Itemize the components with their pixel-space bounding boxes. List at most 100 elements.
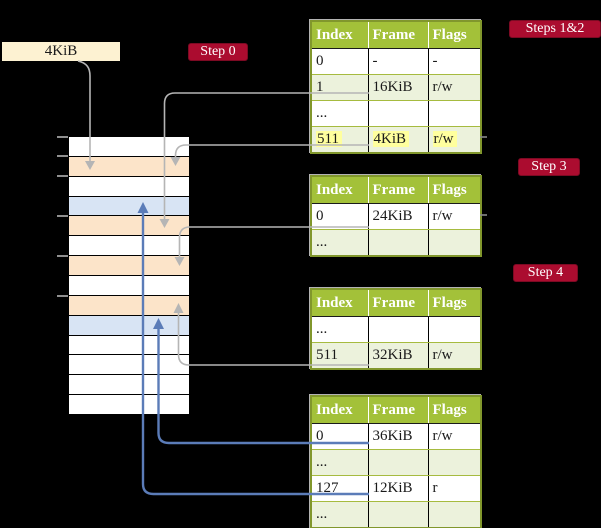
memory-frame-row-pagetable xyxy=(69,295,189,316)
table-cell: ... xyxy=(311,449,369,476)
badge-step-3: Step 3 xyxy=(518,158,580,176)
table-cell xyxy=(428,316,481,343)
memory-tick xyxy=(57,175,68,177)
table-cell: 16KiB xyxy=(368,74,429,101)
table-row: ... xyxy=(311,449,481,476)
memory-frame-row-free xyxy=(69,355,189,376)
table-row: 0-- xyxy=(311,48,481,75)
badge-step-4: Step 4 xyxy=(513,264,578,282)
table-cell: 36KiB xyxy=(368,423,429,450)
column-header: Index xyxy=(311,396,369,424)
table-cell xyxy=(368,316,429,343)
column-header: Frame xyxy=(368,21,429,49)
column-header: Flags xyxy=(428,289,481,317)
table-cell xyxy=(368,100,429,127)
table-row: ... xyxy=(311,316,481,343)
table-cell: 12KiB xyxy=(368,475,429,502)
table-cell: ... xyxy=(311,229,369,256)
table-cell xyxy=(368,501,429,528)
table-cell: 1 xyxy=(311,74,369,101)
table-cell: r/w xyxy=(428,423,481,450)
table-cell: 511 xyxy=(311,342,369,369)
memory-column xyxy=(68,136,190,415)
badge-step-4-label: Step 4 xyxy=(527,265,564,280)
table-cell: 24KiB xyxy=(368,203,429,230)
memory-frame-row-free xyxy=(69,335,189,356)
table-cell: 4KiB xyxy=(368,126,429,153)
memory-frame-row-data xyxy=(69,315,189,336)
table-cell: - xyxy=(428,48,481,75)
frame-size-label: 4KiB xyxy=(44,43,78,59)
table-cell: 0 xyxy=(311,203,369,230)
table-cell: 511 xyxy=(311,126,369,153)
column-header: Index xyxy=(311,289,369,317)
column-header: Flags xyxy=(428,21,481,49)
memory-tick xyxy=(57,215,68,217)
table-cell: r/w xyxy=(428,203,481,230)
memory-tick xyxy=(57,295,68,297)
table-cell: r xyxy=(428,475,481,502)
memory-frame-row-pagetable xyxy=(69,156,189,177)
table-cell: ... xyxy=(311,501,369,528)
memory-frame-row-data xyxy=(69,196,189,217)
badge-steps-1-2-label: Steps 1&2 xyxy=(525,21,585,36)
table-row: ... xyxy=(311,229,481,256)
table-row: ... xyxy=(311,501,481,528)
highlighted-value: r/w xyxy=(432,131,457,147)
table-row: 511 4KiB r/w xyxy=(311,126,481,153)
highlighted-value: 511 xyxy=(316,131,342,147)
badge-step-3-label: Step 3 xyxy=(531,159,567,174)
column-header: Frame xyxy=(368,176,429,204)
badge-step-0-label: Step 0 xyxy=(200,44,236,59)
column-header: Index xyxy=(311,176,369,204)
table-cell: 0 xyxy=(311,48,369,75)
table-cell: r/w xyxy=(428,342,481,369)
table-cell: ... xyxy=(311,316,369,343)
table-cell xyxy=(428,501,481,528)
memory-tick xyxy=(57,155,68,157)
table-cell: r/w xyxy=(428,126,481,153)
table-cell: - xyxy=(368,48,429,75)
badge-steps-1-2: Steps 1&2 xyxy=(509,20,601,38)
memory-frame-row-free xyxy=(69,176,189,197)
column-header: Flags xyxy=(428,396,481,424)
memory-frame-row-free xyxy=(69,395,189,415)
table-cell: 127 xyxy=(311,475,369,502)
memory-frame-row-pagetable xyxy=(69,256,189,277)
memory-frame-row-free xyxy=(69,137,189,157)
table-cell xyxy=(368,449,429,476)
column-header: Frame xyxy=(368,396,429,424)
table-row: ... xyxy=(311,100,481,127)
memory-tick xyxy=(57,136,68,138)
table-cell xyxy=(428,449,481,476)
highlighted-value: 4KiB xyxy=(372,131,410,147)
memory-frame-row-free xyxy=(69,276,189,296)
column-header: Frame xyxy=(368,289,429,317)
table-cell xyxy=(428,100,481,127)
badge-step-0: Step 0 xyxy=(188,43,248,61)
memory-tick xyxy=(57,255,68,257)
column-header: Index xyxy=(311,21,369,49)
table-cell: r/w xyxy=(428,74,481,101)
memory-frame-row-free xyxy=(69,375,189,396)
frame-size-box: 4KiB xyxy=(2,42,120,61)
table-cell xyxy=(368,229,429,256)
table-cell: 32KiB xyxy=(368,342,429,369)
table-cell: ... xyxy=(311,100,369,127)
column-header: Flags xyxy=(428,176,481,204)
memory-frame-row-free xyxy=(69,236,189,257)
table-cell: 0 xyxy=(311,423,369,450)
